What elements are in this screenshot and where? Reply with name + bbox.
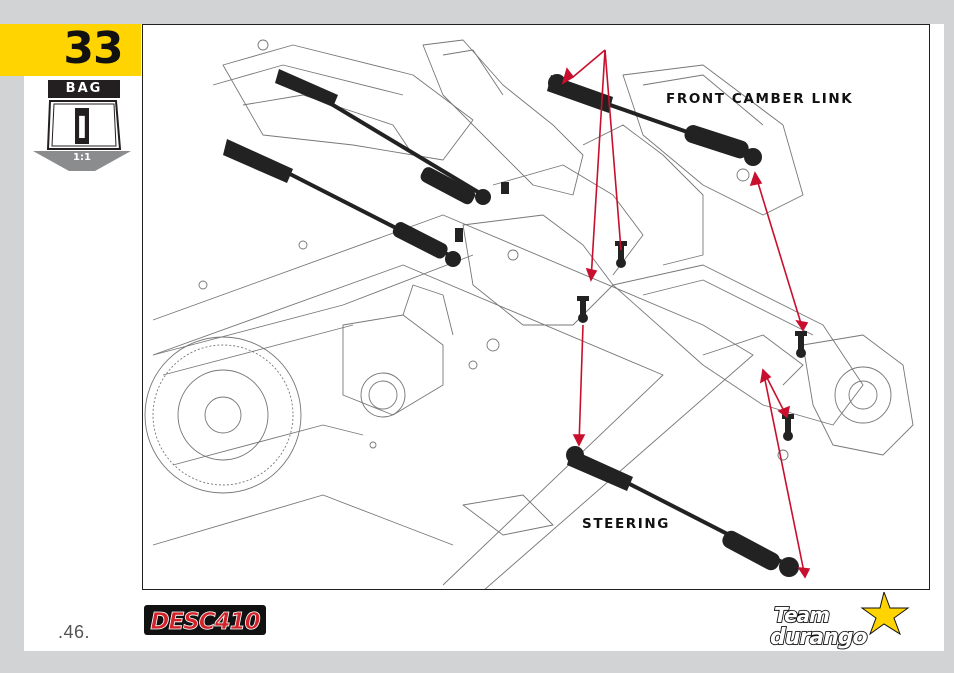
- chassis-outline: [144, 39, 914, 589]
- svg-text:Team: Team: [774, 603, 829, 627]
- brand-logo: Team durango: [769, 592, 910, 650]
- scale-label: 1:1: [73, 152, 91, 163]
- callout-front-camber-link: FRONT CAMBER LINK: [666, 91, 854, 107]
- product-logo: DESC410: [144, 605, 266, 635]
- page-number: .46.: [58, 622, 91, 642]
- assembly-arrow-icon: [561, 49, 811, 579]
- step-number: 33: [63, 23, 123, 74]
- callout-steering: STEERING: [582, 516, 670, 532]
- steering-link-part: [566, 446, 799, 577]
- assembly-diagram: [142, 24, 930, 590]
- ball-studs: [577, 241, 807, 441]
- svg-text:durango: durango: [770, 625, 868, 650]
- upper-links: [223, 69, 509, 267]
- bag-id: I: [76, 111, 87, 146]
- chassis-drawing: [144, 39, 914, 589]
- bag-icon: I: [46, 100, 122, 150]
- step-tab: [0, 24, 141, 76]
- scale-arrow-icon: [33, 151, 131, 171]
- bag-label: BAG: [48, 80, 120, 98]
- front-camber-link-part: [547, 74, 762, 166]
- product-logo-text: DESC410: [150, 609, 260, 635]
